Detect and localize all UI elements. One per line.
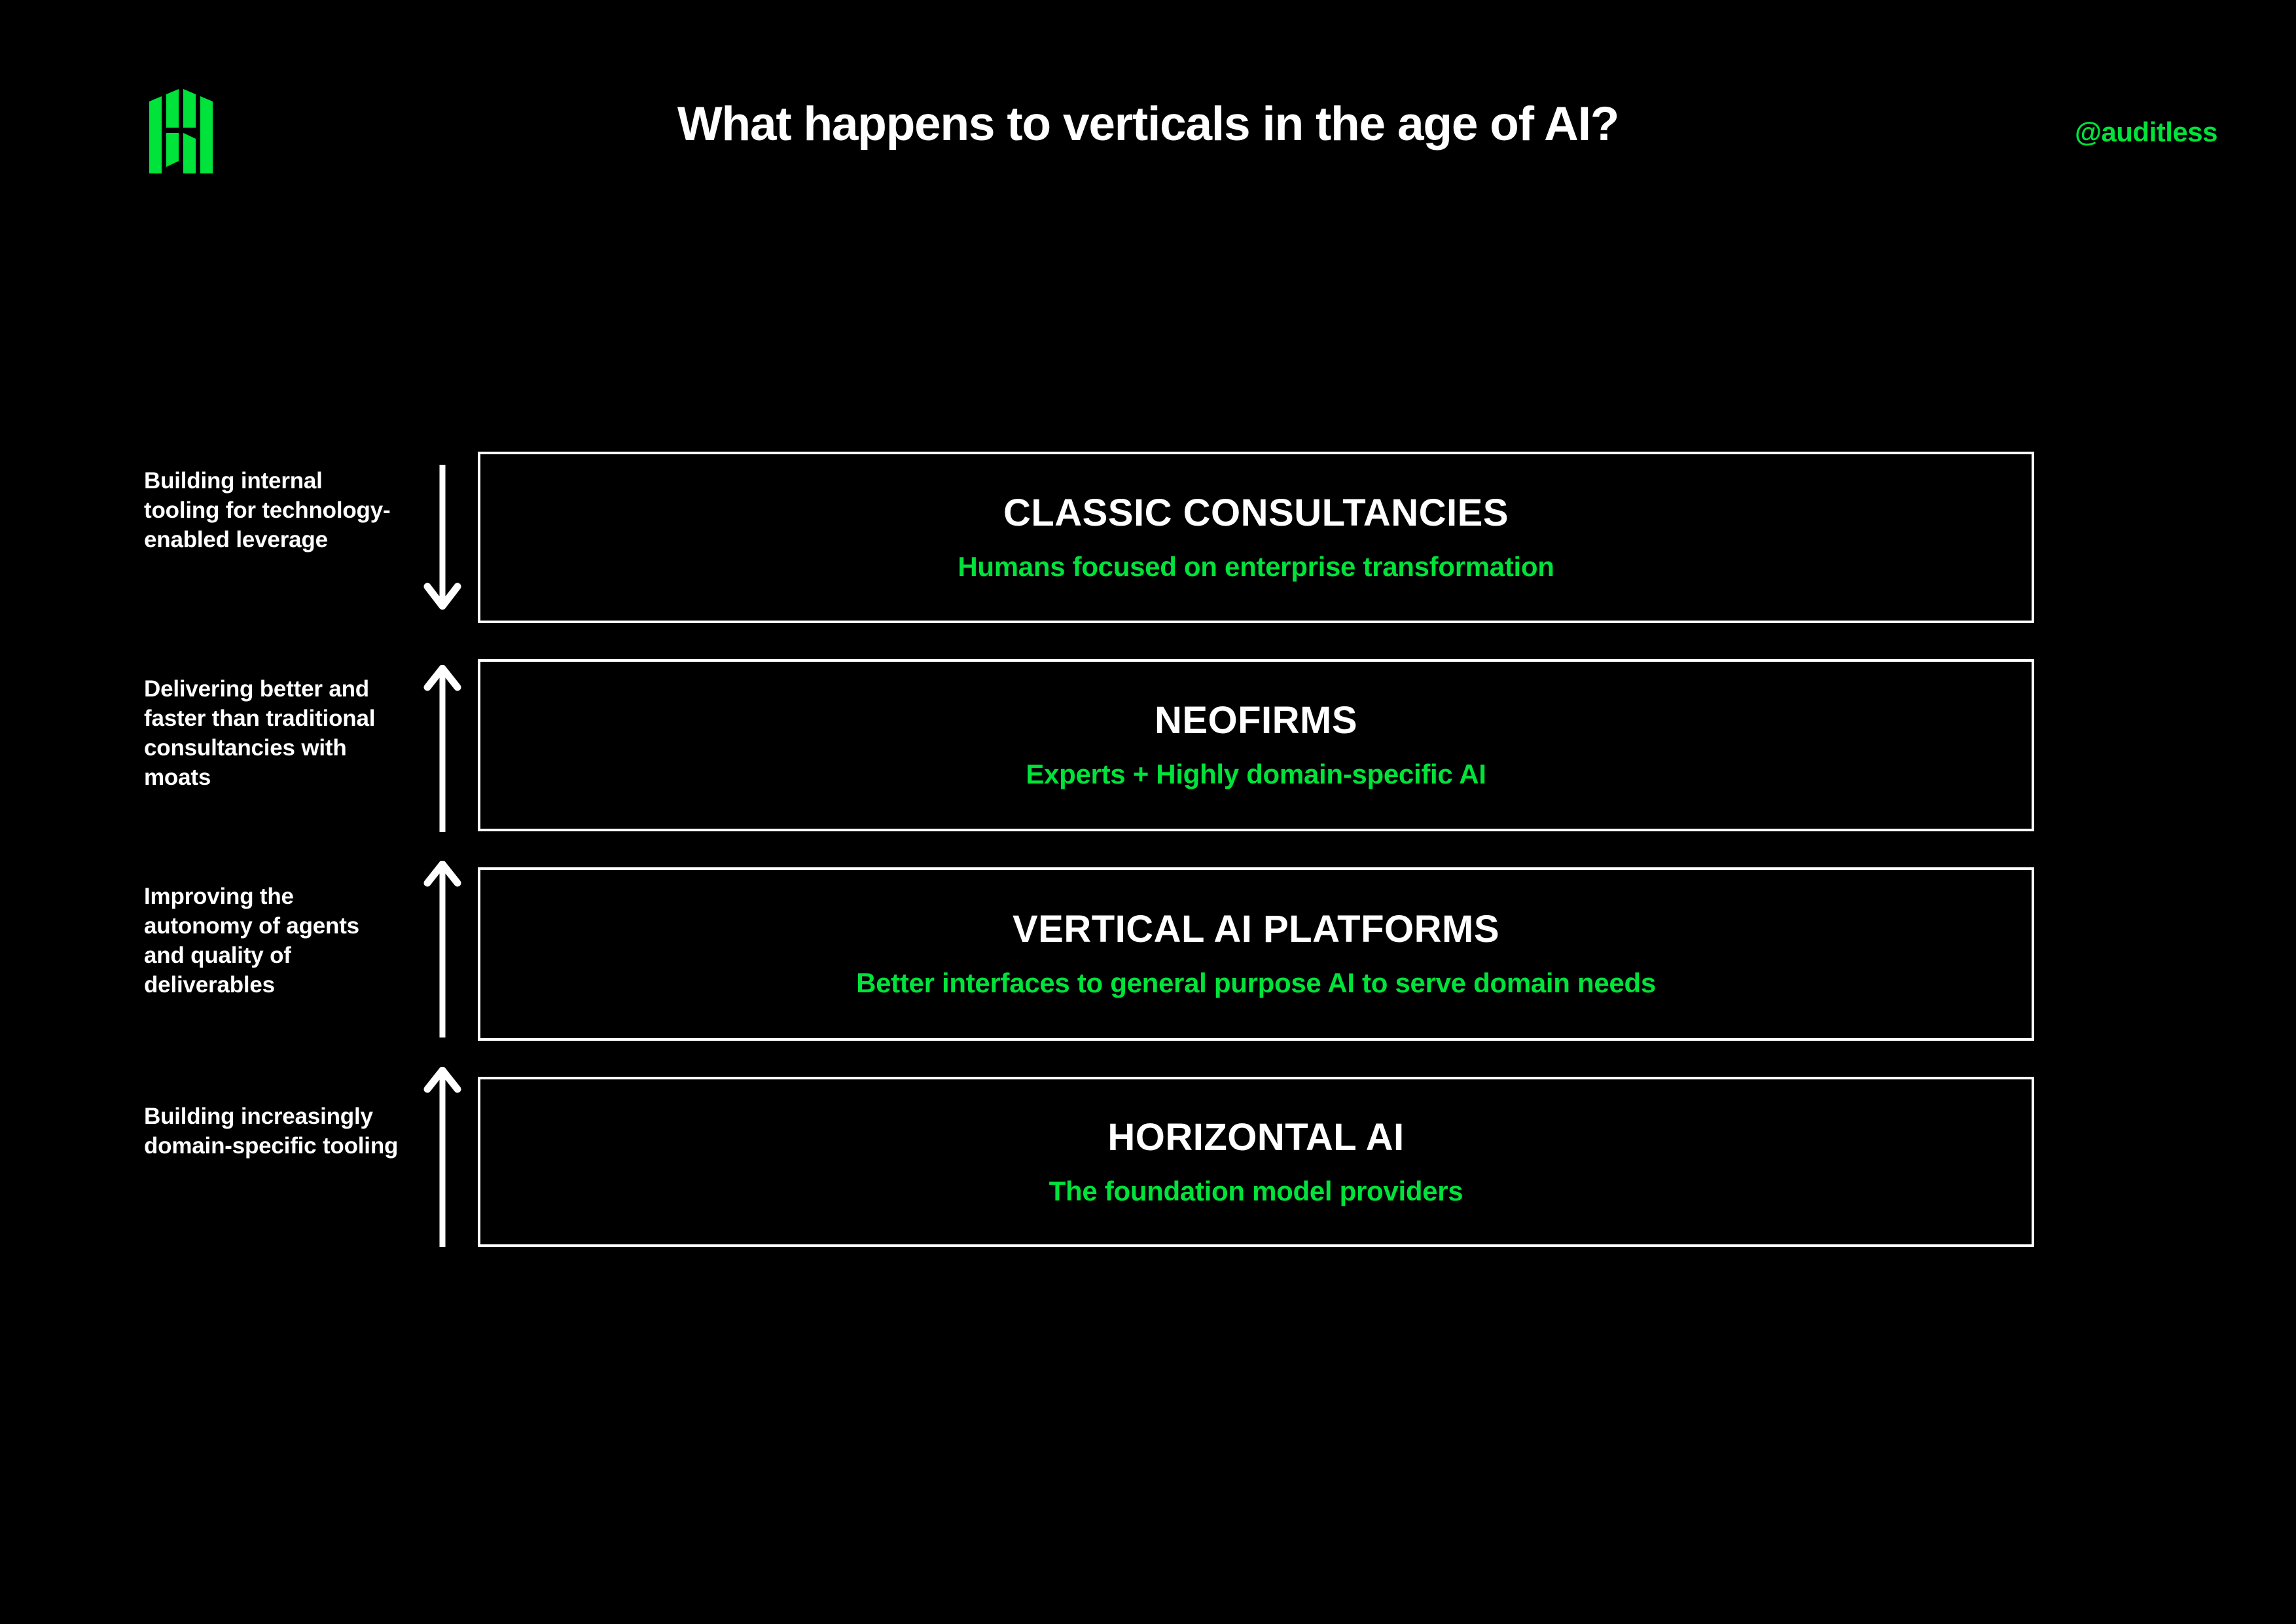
- arrow-down-icon-0: [423, 465, 462, 610]
- tier-subtitle-0: Humans focused on enterprise transformat…: [958, 550, 1554, 582]
- tier-annotation-2: Improving the autonomy of agents and qua…: [144, 884, 359, 998]
- tier-box-classic-consultancies[interactable]: CLASSIC CONSULTANCIES Humans focused on …: [478, 452, 2034, 623]
- tier-title-2: VERTICAL AI PLATFORMS: [1012, 908, 1500, 951]
- tier-annotation-1: Delivering better and faster than tradit…: [144, 676, 376, 791]
- tier-title-3: HORIZONTAL AI: [1107, 1115, 1405, 1159]
- tier-subtitle-2: Better interfaces to general purpose AI …: [856, 967, 1656, 999]
- page-header: What happens to verticals in the age of …: [0, 0, 2296, 262]
- tier-annotation-3: Building increasingly domain-specific to…: [144, 1104, 399, 1159]
- tier-subtitle-3: The foundation model providers: [1049, 1175, 1463, 1206]
- tier-box-vertical-ai-platforms[interactable]: VERTICAL AI PLATFORMS Better interfaces …: [478, 867, 2034, 1041]
- arrow-up-icon-1: [423, 665, 462, 832]
- tier-annotation-0: Building internal tooling for technology…: [144, 468, 391, 553]
- tier-title-0: CLASSIC CONSULTANCIES: [1003, 491, 1509, 534]
- tier-title-1: NEOFIRMS: [1154, 699, 1358, 742]
- tier-box-neofirms[interactable]: NEOFIRMS Experts + Highly domain-specifi…: [478, 659, 2034, 831]
- tier-box-horizontal-ai[interactable]: HORIZONTAL AI The foundation model provi…: [478, 1077, 2034, 1247]
- page-title: What happens to verticals in the age of …: [677, 98, 1620, 151]
- auditless-logo-icon: [149, 87, 226, 173]
- arrow-up-icon-2: [423, 861, 462, 1038]
- arrow-up-icon-3: [423, 1067, 462, 1247]
- social-handle: @auditless: [2074, 117, 2218, 147]
- tier-subtitle-1: Experts + Highly domain-specific AI: [1026, 759, 1486, 790]
